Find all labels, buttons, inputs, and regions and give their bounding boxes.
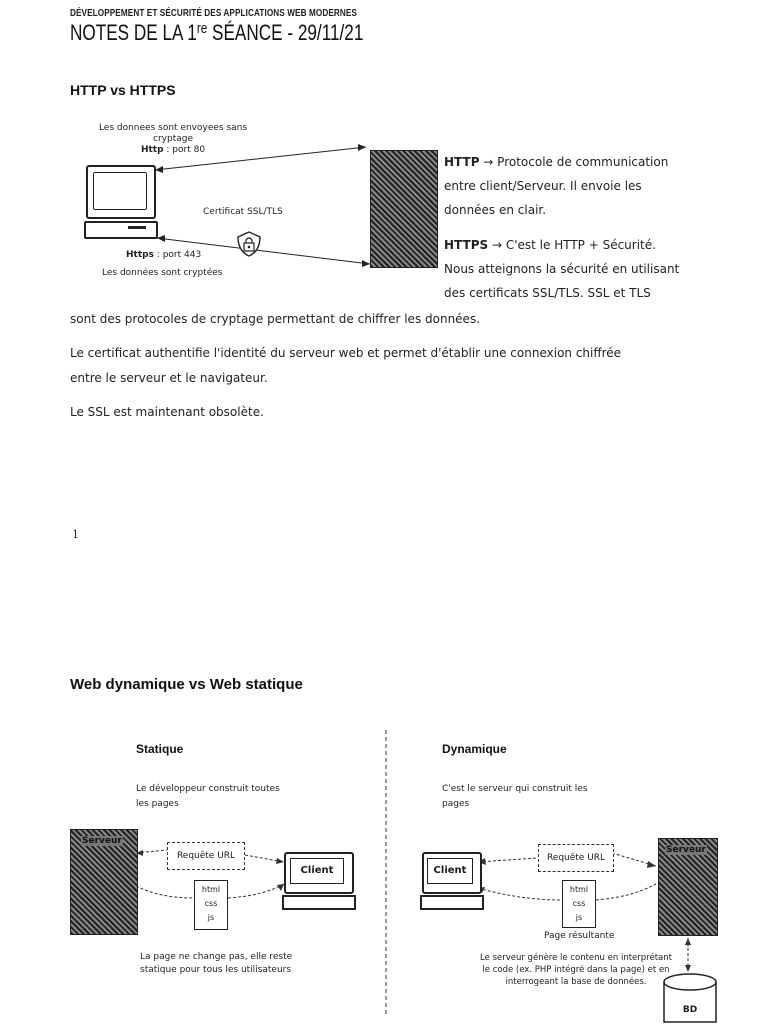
dynamic-server-label: Serveur [665, 845, 707, 855]
database-label: BD [682, 1005, 698, 1015]
server-icon [370, 150, 438, 268]
static-note: La page ne change pas, elle reste statiq… [140, 952, 293, 975]
page-title: NOTES DE LA 1re SÉANCE - 29/11/21 [70, 20, 364, 45]
static-server-label: Serveur [81, 836, 123, 846]
dynamic-file-icon: html css js [562, 880, 596, 928]
https-port: Https : port 443 [126, 250, 202, 260]
static-client-icon: Client [282, 852, 356, 910]
https-definition: HTTPS → C'est le HTTP + Sécurité. Nous a… [444, 238, 680, 300]
section-heading-web: Web dynamique vs Web statique [70, 676, 303, 693]
static-file-icon: html css js [194, 880, 228, 930]
static-description: Le développeur construit toutes les page… [136, 784, 280, 809]
http-note: Les donnees sont envoyees sans cryptage … [98, 123, 248, 155]
dynamic-server-icon: Serveur [658, 838, 718, 936]
static-title: Statique [136, 742, 184, 756]
paragraph-ssl-tls: sont des protocoles de cryptage permetta… [70, 312, 481, 326]
dynamic-request-box: Requête URL [538, 844, 614, 872]
https-note: Les données sont cryptées [102, 268, 223, 278]
http-definition: HTTP → Protocole de communication entre … [444, 155, 669, 217]
dynamic-description: C'est le serveur qui construit les pages [442, 784, 588, 809]
dynamic-title: Dynamique [442, 742, 507, 756]
certificate-label: Certificat SSL/TLS [203, 207, 283, 217]
paragraph-certificate: Le certificat authentifie l'identité du … [70, 346, 622, 385]
lock-icon [236, 231, 262, 257]
static-request-box: Requête URL [167, 842, 245, 870]
computer-icon [84, 165, 158, 245]
course-title: DÉVELOPPEMENT ET SÉCURITÉ DES APPLICATIO… [70, 8, 357, 19]
database-icon: BD [662, 972, 718, 1024]
result-page-label: Page résultante [544, 931, 615, 941]
static-server-icon: Serveur [70, 829, 138, 935]
section-heading-http: HTTP vs HTTPS [70, 82, 176, 98]
dynamic-client-label: Client [427, 858, 473, 884]
static-client-label: Client [290, 858, 344, 884]
paragraph-ssl-obsolete: Le SSL est maintenant obsolète. [70, 405, 264, 419]
page-number: 1 [72, 528, 79, 541]
dynamic-note: Le serveur génère le contenu en interpré… [480, 953, 672, 987]
dynamic-client-icon: Client [420, 852, 484, 910]
